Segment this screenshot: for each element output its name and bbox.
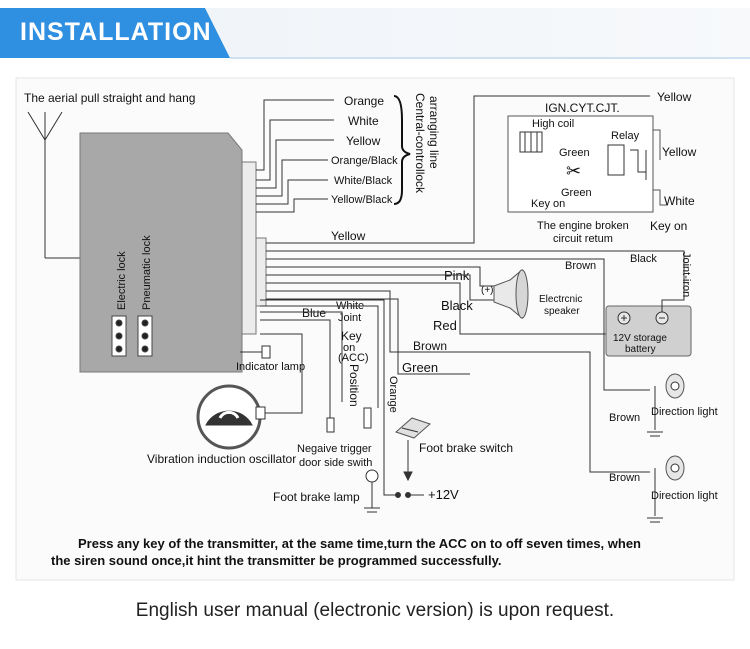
central-lock-label-1: Central-controllock <box>413 93 427 194</box>
scissors-icon: ✂ <box>566 161 581 181</box>
foot-brake-lamp-label: Foot brake lamp <box>273 490 360 504</box>
pink-wire <box>266 266 494 287</box>
key-on-label-1: Key on <box>531 198 565 210</box>
central-lock-label-2: arranging line <box>427 96 441 169</box>
direction-light-icon-1 <box>647 373 685 437</box>
aerial-icon <box>27 111 80 259</box>
engine-label-1: The engine broken <box>537 220 629 232</box>
control-unit <box>79 132 267 373</box>
red-label: Red <box>433 318 457 333</box>
brown-label-3: Brown <box>609 412 640 424</box>
key-acc-label-3: (ACC) <box>338 352 369 364</box>
v12-label: +12V <box>428 487 459 502</box>
plus-label: (+) <box>481 285 494 296</box>
green-label-3: Green <box>402 360 438 375</box>
battery-label-2: battery <box>625 344 656 355</box>
yellow-wire <box>266 95 650 244</box>
wire-label-orange: Orange <box>344 94 384 108</box>
brown-label-1: Brown <box>565 260 596 272</box>
instruction-line-2: the siren sound once,it hint the transmi… <box>51 553 502 568</box>
lock-connectors <box>111 315 153 357</box>
orange-vertical-label: Orange <box>387 376 399 413</box>
page-title: INSTALLATION <box>20 18 212 46</box>
ign-label: IGN.CYT.CJT. <box>545 101 620 115</box>
orange-wire <box>260 299 385 440</box>
neg-trigger-label-2: door side swith <box>299 457 372 469</box>
engine-label-2: circuit retum <box>553 233 613 245</box>
white-joint-wire <box>260 311 343 402</box>
white-right-label: White <box>664 194 695 208</box>
speaker-label-2: speaker <box>544 306 580 317</box>
brown-wire-2 <box>266 290 650 473</box>
yellow-mid-label: Yellow <box>331 229 366 243</box>
pneumatic-lock-label: Pneumatic lock <box>141 235 153 310</box>
speaker-label-1: Electrcnic <box>539 294 582 305</box>
red-wire <box>266 282 606 335</box>
black-wire-top <box>266 250 685 262</box>
brown-label-2: Brown <box>413 339 447 353</box>
banner-tab <box>0 8 230 58</box>
black-wire-speaker <box>266 274 494 301</box>
brown-wire-1 <box>266 258 650 391</box>
position-label: Position <box>347 364 361 407</box>
neg-trigger-label-1: Negaive trigger <box>297 443 372 455</box>
key-acc-label-1: Key <box>341 329 362 343</box>
key-on-label-2: Key on <box>650 219 687 233</box>
vibration-label: Vibration induction oscillator <box>147 452 296 466</box>
foot-brake-lamp-icon <box>364 440 395 513</box>
direction-light-label-2: Direction light <box>651 490 718 502</box>
black-label-1: Black <box>630 253 657 265</box>
brake-contact-icon <box>395 492 424 498</box>
acc-wire <box>260 305 379 408</box>
wire-label-yellow-black: Yellow/Black <box>331 194 393 206</box>
key-switch-icon <box>363 407 372 429</box>
aerial-label: The aerial pull straight and hang <box>24 91 195 105</box>
relay-coil-icon <box>607 144 647 180</box>
indicator-lamp-icon <box>261 345 271 359</box>
door-switch-icon <box>326 417 335 433</box>
instruction-line-1: Press any key of the transmitter, at the… <box>78 536 641 551</box>
white-joint-label-2: Joint <box>338 312 361 324</box>
brown-label-4: Brown <box>609 472 640 484</box>
speaker-icon <box>493 268 529 320</box>
header-banner: INSTALLATION <box>0 0 750 66</box>
foot-brake-switch-label: Foot brake switch <box>419 441 513 455</box>
electric-lock-label: Electric lock <box>116 251 128 310</box>
foot-brake-switch-icon <box>395 417 431 439</box>
yellow-right-label: Yellow <box>662 145 697 159</box>
blue-label: Blue <box>302 306 326 320</box>
manual-caption: English user manual (electronic version)… <box>135 600 615 621</box>
green-label-2: Green <box>561 187 592 199</box>
central-lock-bracket <box>393 95 411 205</box>
banner-underline <box>230 57 750 59</box>
high-coil-label: High coil <box>532 118 574 130</box>
arrow-down-icon <box>403 471 413 482</box>
wiring-diagram: The aerial pull straight and hang Electr… <box>15 77 735 581</box>
black-label-2: Black <box>441 298 473 313</box>
wire-label-white: White <box>348 114 379 128</box>
ignition-coil-icon <box>519 131 543 153</box>
battery-icon <box>605 262 692 357</box>
joint-iron-label: Joint-iron <box>680 252 692 297</box>
relay-label: Relay <box>611 130 640 142</box>
blue-wire <box>260 319 331 418</box>
vibration-oscillator-icon <box>196 333 303 450</box>
wire-label-yellow: Yellow <box>346 134 381 148</box>
green-wire <box>266 298 470 375</box>
direction-light-label-1: Direction light <box>651 406 718 418</box>
green-label-1: Green <box>559 147 590 159</box>
wire-label-orange-black: Orange/Black <box>331 155 398 167</box>
central-lock-wires <box>256 99 334 213</box>
wire-label-white-black: White/Black <box>334 175 393 187</box>
yellow-top-label: Yellow <box>657 90 692 104</box>
key-acc-label-2: on <box>343 342 355 354</box>
indicator-lamp-label: Indicator lamp <box>236 361 305 373</box>
battery-label-1: 12V storage <box>613 333 667 344</box>
direction-light-icon-2 <box>647 455 685 523</box>
